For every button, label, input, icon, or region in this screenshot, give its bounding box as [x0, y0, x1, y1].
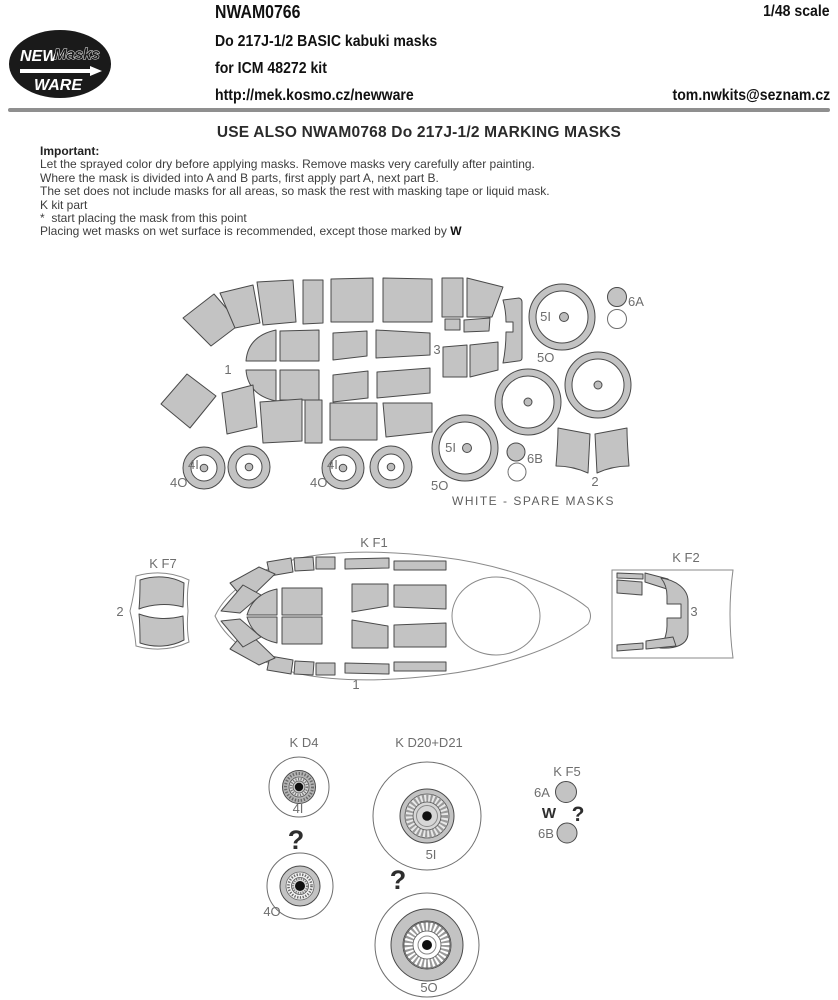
kd4-title: K D4: [290, 735, 319, 750]
kf2-title: K F2: [672, 550, 699, 565]
kf1-title: K F1: [360, 535, 387, 550]
spare-6B-mask: [506, 442, 526, 462]
mask-sheet-cluster-1: 1: [160, 277, 433, 444]
ring-5I-top-label: 5I: [540, 309, 551, 324]
scale-label: 1/48 scale: [763, 3, 830, 20]
wet-marker: W: [450, 224, 462, 239]
header-divider: [8, 108, 830, 112]
kit-reference: for ICM 48272 kit: [215, 60, 327, 77]
kit-part-kd20-d21: K D20+D21 5I ? 5O: [372, 735, 482, 998]
mask-diagram: 1 3 5I 5O 6A 5I: [116, 277, 734, 998]
wheel-4I-label-2: 4I: [327, 457, 338, 472]
kf1-turret-circle: [451, 576, 541, 656]
wheel-4O-label-1: 4O: [170, 475, 187, 490]
logo-new: NEW: [20, 48, 59, 65]
kf5-6A-label: 6A: [534, 785, 550, 800]
logo-ware: WARE: [34, 77, 83, 94]
instructions-heading: Important:: [40, 144, 100, 158]
mask-sheet-rings: 5I 5O 6A 5I 5O 6B: [431, 283, 644, 493]
wheel-4I-label-1: 4I: [188, 457, 199, 472]
ring-5I-bottom-label: 5I: [445, 440, 456, 455]
instruction-line-wet: Placing wet masks on wet surface is reco…: [40, 224, 462, 239]
mask-sheet-part-2: 2: [555, 427, 630, 489]
spare-6A-mask: [607, 287, 627, 307]
kit-part-kd4: K D4 4I ? 4O: [263, 735, 334, 920]
kd4-4I-label: 4I: [293, 801, 304, 816]
product-code: NWAM0766: [215, 2, 301, 22]
kf5-question-mark: ?: [572, 803, 585, 826]
instruction-line: The set does not include masks for all a…: [40, 184, 550, 199]
kf1-part-1-label: 1: [352, 677, 359, 692]
ring-5O-bottom-label: 5O: [431, 478, 448, 493]
logo-masks: Masks: [54, 46, 100, 63]
marking-masks-notice: USE ALSO NWAM0768 Do 217J-1/2 MARKING MA…: [216, 124, 622, 141]
instruction-line: Let the sprayed color dry before applyin…: [40, 157, 535, 172]
wheel-4O-label-2: 4O: [310, 475, 327, 490]
product-title: Do 217J-1/2 BASIC kabuki masks: [215, 33, 438, 50]
instructions-block: Important: Let the sprayed color dry bef…: [40, 144, 800, 239]
sheet-part-1-label: 1: [224, 362, 231, 377]
kd20-5I-label: 5I: [426, 847, 437, 862]
sheet-part-3-label: 3: [433, 342, 440, 357]
kit-part-kf1: K F1 1: [214, 535, 591, 692]
kf5-6B-label: 6B: [538, 826, 554, 841]
email-address[interactable]: tom.nwkits@seznam.cz: [672, 87, 830, 104]
website-link[interactable]: http://mek.kosmo.cz/newware: [215, 87, 414, 104]
kit-part-kf5: K F5 6A W ? 6B: [534, 764, 585, 844]
kit-part-kf2: K F2 3: [611, 550, 734, 659]
kd20-title: K D20+D21: [395, 735, 463, 750]
instruction-line: * start placing the mask from this point: [40, 211, 247, 226]
kf7-title: K F7: [149, 556, 176, 571]
kd4-question-mark: ?: [288, 825, 305, 855]
kf5-title: K F5: [553, 764, 580, 779]
kf7-part-2-label: 2: [116, 604, 123, 619]
instruction-line: K kit part: [40, 197, 88, 212]
kit-part-kf7: K F7 2: [116, 556, 190, 650]
logo-ellipse: [9, 30, 111, 98]
kf5-6A-mask: [555, 781, 577, 803]
ring-5O-top-label: 5O: [537, 350, 554, 365]
kf2-part-3-label: 3: [690, 604, 697, 619]
sheet-part-2-label: 2: [591, 474, 598, 489]
mask-sheet-cluster-3: 3: [433, 277, 523, 378]
kd4-4O-label: 4O: [263, 904, 280, 919]
logo-arrow-icon: [20, 66, 102, 76]
instruction-line: Where the mask is divided into A and B p…: [40, 170, 439, 185]
spare-6B-label: 6B: [527, 451, 543, 466]
kd20-question-mark: ?: [390, 865, 407, 895]
kd20-5O-label: 5O: [420, 980, 437, 995]
spare-masks-note: WHITE - SPARE MASKS: [452, 494, 615, 508]
kf5-6B-mask: [556, 822, 578, 844]
newware-logo: NEW Masks WARE: [9, 30, 111, 98]
spare-6A-label: 6A: [628, 294, 644, 309]
mask-sheet-wheel-donuts: 4I 4O 4I 4O WHITE - SPARE MASKS: [170, 445, 615, 508]
kf5-wet-marker: W: [542, 805, 557, 822]
